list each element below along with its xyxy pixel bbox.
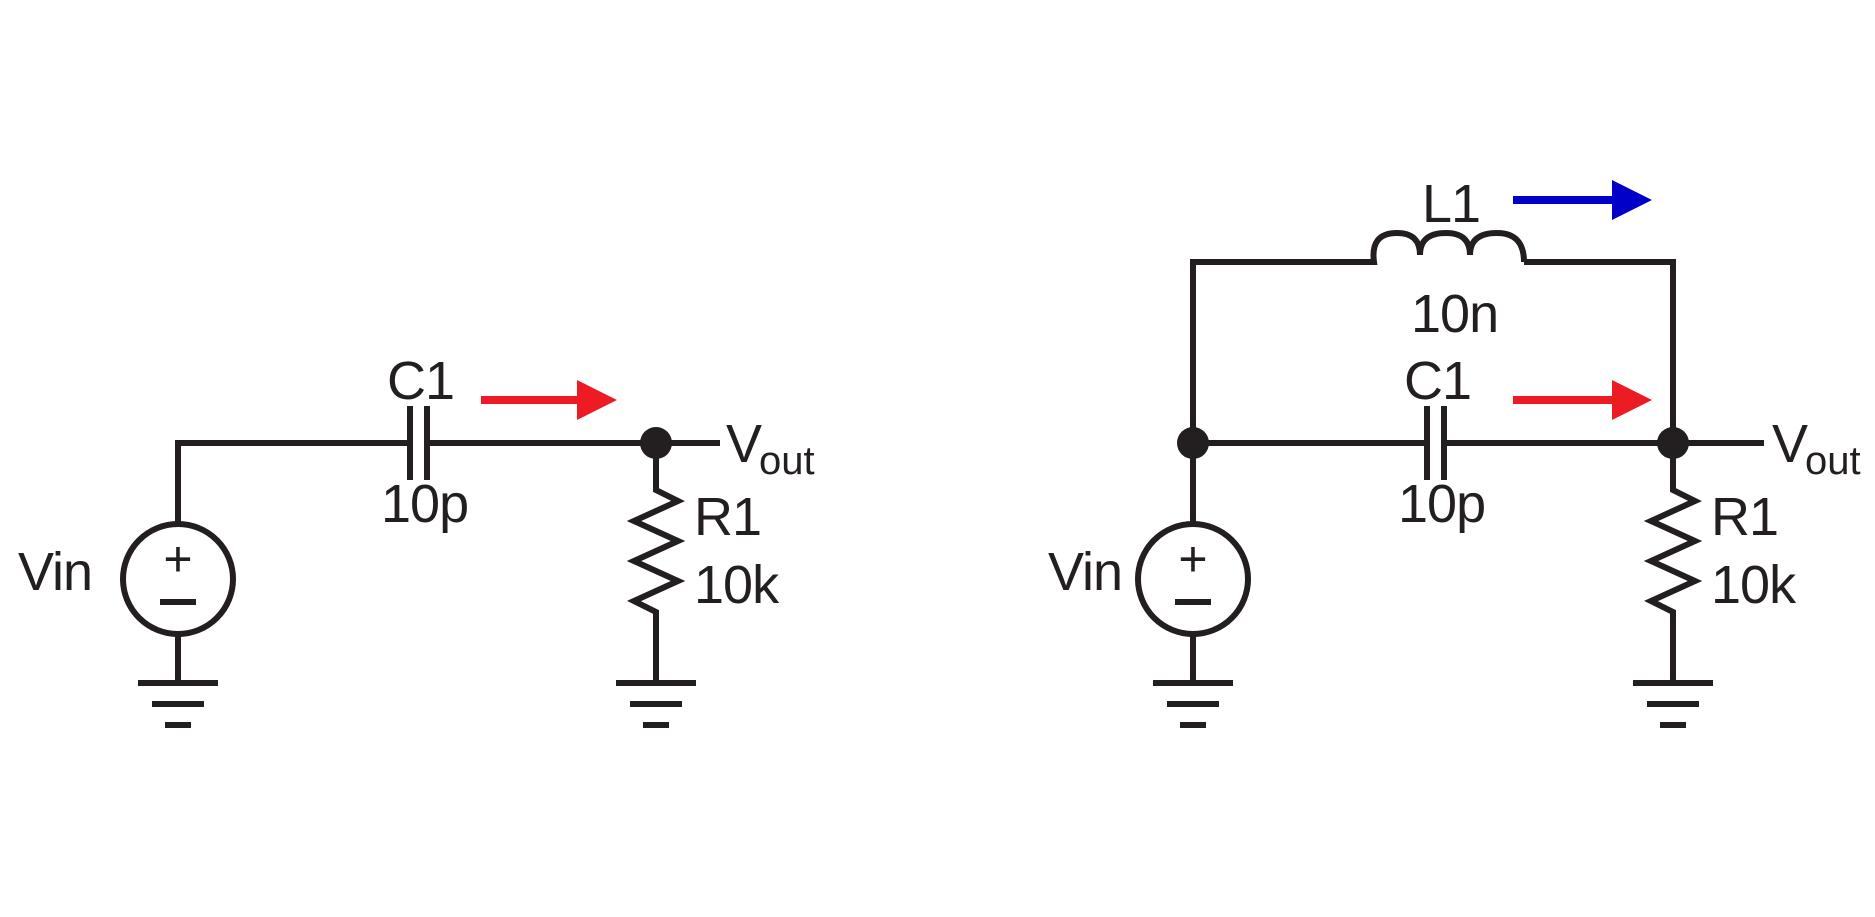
left-resistor-value: 10k	[694, 555, 780, 615]
right-resistor-name: R1	[1711, 487, 1778, 547]
left-source-ground-icon	[138, 680, 218, 728]
right-inductor-value: 10n	[1411, 284, 1498, 344]
right-source-label: Vin	[1048, 542, 1122, 602]
left-capacitor-name: C1	[387, 351, 454, 411]
right-inductor-name: L1	[1422, 174, 1480, 234]
right-resistor	[1643, 443, 1703, 683]
svg-text:V: V	[1772, 414, 1808, 474]
left-resistor	[626, 443, 686, 683]
left-source-plus: +	[163, 531, 192, 587]
left-source-label: Vin	[18, 542, 92, 602]
right-source-plus: +	[1178, 531, 1207, 587]
right-wire-top-left	[1190, 259, 1372, 443]
right-capacitor-name: C1	[1404, 351, 1471, 411]
right-circuit: + Vin L1 10n C1 10p R1 10k V out	[1048, 174, 1861, 728]
left-resistor-ground-icon	[616, 680, 696, 728]
right-inductor	[1370, 229, 1527, 265]
right-resistor-ground-icon	[1633, 680, 1713, 728]
svg-text:out: out	[1805, 439, 1861, 483]
right-output-label: V out	[1772, 414, 1861, 483]
right-input-node	[1177, 427, 1209, 459]
right-capacitor-value: 10p	[1398, 474, 1485, 534]
left-wire-source-to-capacitor	[175, 440, 413, 522]
left-capacitor-value: 10p	[381, 474, 468, 534]
svg-text:out: out	[759, 439, 815, 483]
left-output-label: V out	[726, 414, 815, 483]
left-resistor-name: R1	[694, 487, 761, 547]
svg-text:V: V	[726, 414, 762, 474]
right-wire-top-right	[1524, 259, 1676, 443]
left-capacitor	[407, 406, 430, 480]
right-source-ground-icon	[1153, 680, 1233, 728]
left-circuit: + Vin C1 10p R1 10k V out	[18, 351, 815, 728]
right-resistor-value: 10k	[1711, 555, 1797, 615]
right-capacitor	[1424, 406, 1447, 480]
